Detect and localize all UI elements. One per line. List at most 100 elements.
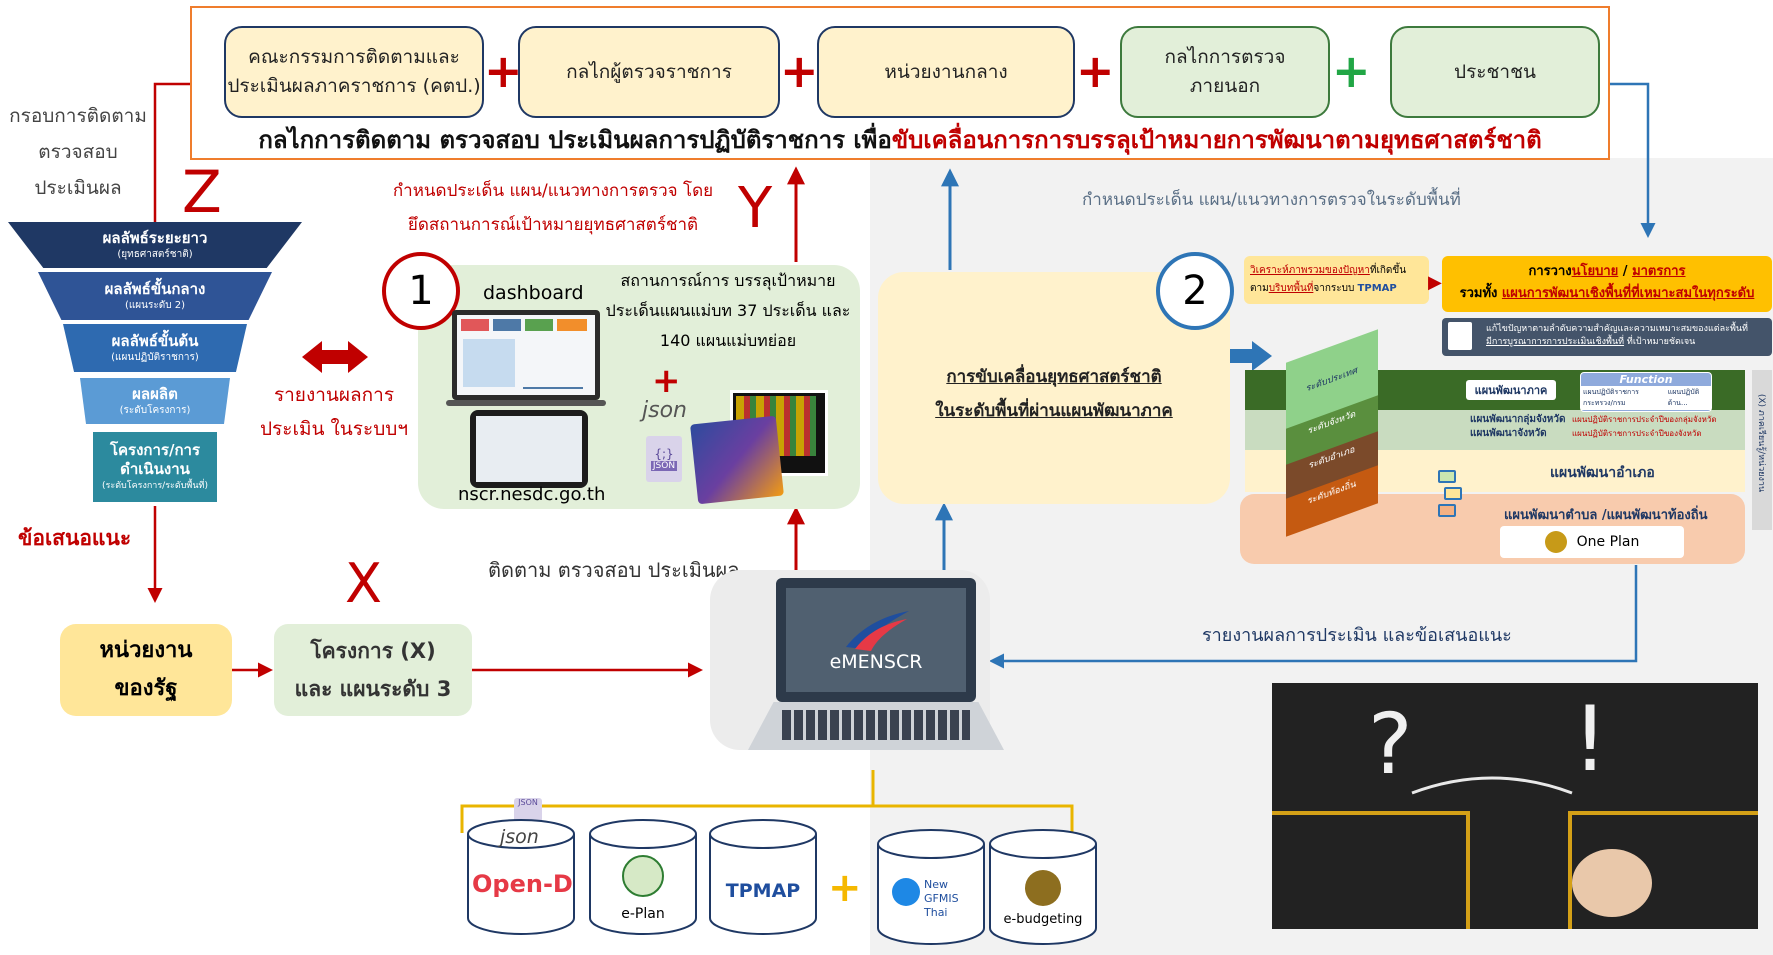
funnel-level-4: ผลผลิต (ระดับโครงการ) xyxy=(80,378,230,424)
json-label: json xyxy=(642,398,687,423)
one-plan-label: One Plan xyxy=(1576,534,1640,550)
right-down-arrow xyxy=(1610,82,1656,238)
box-external-label: กลไกการตรวจภายนอก xyxy=(1164,46,1286,97)
e-plan-seal-icon xyxy=(622,855,664,897)
box-central-label: หน่วยงานกลาง xyxy=(884,60,1008,83)
gfmis-label: New GFMIS Thai xyxy=(924,878,959,919)
results-funnel: ผลลัพธ์ระยะยาว (ยุทธศาสตร์ชาติ) ผลลัพธ์ข… xyxy=(8,222,302,502)
cluster-action-label: แผนปฏิบัติราชการประจำปีของกลุ่มจังหวัด xyxy=(1572,415,1717,424)
box-inspector-label: กลไกผู้ตรวจราชการ xyxy=(566,60,732,83)
gfmis-logo-icon xyxy=(892,878,920,906)
policy-c: / xyxy=(1618,264,1633,279)
funnel-level-5-title: โครงการ/การดำเนินงาน xyxy=(109,441,201,478)
analysis-a: วิเคราะห์ภาพรวมของปัญหา xyxy=(1250,265,1370,276)
checklist-icon xyxy=(1448,322,1472,350)
province-plan-label: แผนพัฒนาจังหวัด xyxy=(1470,428,1547,439)
level-stack: ระดับท้องถิ่น ระดับอำเภอ ระดับจังหวัด ระ… xyxy=(1268,329,1408,537)
tagline-highlight: ขับเคลื่อนการการบรรลุเป้าหมายการพัฒนาตาม… xyxy=(891,126,1542,154)
state-agency-box: หน่วยงาน ของรัฐ xyxy=(60,624,232,716)
frame-label: กรอบการติดตาม ตรวจสอบ ประเมินผล xyxy=(9,105,147,199)
db-json-badge: JSON xyxy=(518,798,538,807)
dashboard-label: dashboard xyxy=(483,282,584,304)
funnel-level-5: โครงการ/การดำเนินงาน (ระดับโครงการ/ระดับ… xyxy=(93,432,217,502)
policy-b: นโยบาย xyxy=(1571,264,1619,279)
photo-chalk-arc xyxy=(1411,776,1573,795)
funnel-level-1: ผลลัพธ์ระยะยาว (ยุทธศาสตร์ชาติ) xyxy=(8,222,302,268)
emenscr-label: eMENSCR xyxy=(829,651,923,673)
funnel-level-3: ผลลัพธ์ขั้นต้น (แผนปฏิบัติราชการ) xyxy=(63,324,247,372)
policy-a: การวาง xyxy=(1528,264,1572,279)
solve-c: ที่เป้าหมายชัดเจน xyxy=(1624,337,1696,347)
step-2-badge: 2 xyxy=(1156,252,1234,330)
tagline-prefix: กลไกการติดตาม ตรวจสอบ ประเมินผลการปฏิบัต… xyxy=(258,126,892,154)
function-label: Function xyxy=(1619,373,1673,386)
policy-e: รวมทั้ง xyxy=(1459,286,1498,301)
box-external: กลไกการตรวจภายนอก xyxy=(1120,26,1330,118)
laptop-keyboard xyxy=(748,702,1004,750)
solve-b: มีการบูรณาการการประเมินเชิงพื้นที่ xyxy=(1486,337,1625,347)
db-e-budgeting: e-budgeting xyxy=(988,828,1098,950)
json-file-badge: JSON xyxy=(650,461,678,471)
tpmap-small-logo: TPMAP xyxy=(1357,283,1397,294)
funnel-level-1-title: ผลลัพธ์ระยะยาว xyxy=(102,228,208,247)
monitor-label: ติดตาม ตรวจสอบ ประเมินผล xyxy=(488,558,740,582)
hand-icon xyxy=(1572,849,1652,917)
project-box: โครงการ (X) และ แผนระดับ 3 xyxy=(274,624,472,716)
report-in-system-label: รายงานผลการประเมิน ในระบบฯ xyxy=(260,384,408,440)
other-plan-tag: แผนปฏิบัติด้าน... xyxy=(1665,386,1711,410)
report-back-label: รายงานผลการประเมิน และข้อเสนอแนะ xyxy=(1202,625,1512,646)
db-bracket xyxy=(460,804,1074,833)
province-actions: แผนปฏิบัติราชการประจำปีของกลุ่มจังหวัด แ… xyxy=(1572,413,1717,441)
photo-yellow-line xyxy=(1568,811,1758,929)
area-issue-text: กำหนดประเด็น แผน/แนวทางการตรวจในระดับพื้… xyxy=(1082,190,1461,210)
plus-icon: + xyxy=(484,44,523,98)
vertical-bar: (X) ภาคเรียนรู้/หน่วยงาน xyxy=(1752,370,1772,530)
local-plan-label: แผนพัฒนาตำบล /แผนพัฒนาท้องถิ่น xyxy=(1504,508,1708,523)
analysis-e: จากระบบ xyxy=(1313,283,1355,294)
box-central: หน่วยงานกลาง xyxy=(817,26,1075,118)
policy-box: การวางนโยบาย / มาตรการ รวมทั้ง แผนการพัฒ… xyxy=(1442,256,1772,312)
mechanism-tagline: กลไกการติดตาม ตรวจสอบ ประเมินผลการปฏิบัต… xyxy=(192,120,1608,159)
vertical-bar-label: (X) ภาคเรียนรู้/หน่วยงาน xyxy=(1756,393,1766,493)
analysis-c: ตาม xyxy=(1250,283,1269,294)
nscr-site-label: nscr.nesdc.go.th xyxy=(458,484,606,505)
funnel-level-1-sub: (ยุทธศาสตร์ชาติ) xyxy=(117,248,193,260)
plus-icon: + xyxy=(828,865,862,911)
tpmap-logo: TPMAP xyxy=(725,880,801,902)
report-back-arrow xyxy=(989,565,1638,669)
drive-line-2: ในระดับพื้นที่ผ่านแผนพัฒนาภาค xyxy=(935,401,1173,421)
policy-f: แผนการพัฒนาเชิงพื้นที่ที่เหมาะสมในทุกระด… xyxy=(1501,286,1755,301)
funnel-level-2-title: ผลลัพธ์ขั้นกลาง xyxy=(104,279,206,298)
map-tablet-icon xyxy=(470,410,588,488)
flow-steps-icon xyxy=(1438,468,1466,520)
e-plan-label: e-Plan xyxy=(621,906,665,922)
solve-box: แก้ไขปัญหาตามลำดับความสำคัญและความเหมาะส… xyxy=(1442,318,1772,356)
e-budgeting-seal-icon xyxy=(1025,870,1061,906)
policy-d: มาตรการ xyxy=(1632,264,1686,279)
box-inspector: กลไกผู้ตรวจราชการ xyxy=(518,26,780,118)
emenscr-laptop-icon: eMENSCR xyxy=(776,578,976,702)
cluster-plan-label: แผนพัฒนากลุ่มจังหวัด xyxy=(1470,414,1566,425)
json-file-icon: {;} JSON xyxy=(646,436,682,482)
report-double-arrow xyxy=(302,341,368,373)
analysis-d: บริบทพื้นที่ xyxy=(1268,283,1314,294)
db-tpmap: TPMAP xyxy=(708,818,818,940)
report-covers-image xyxy=(690,390,828,505)
problem-analysis-box: วิเคราะห์ภาพรวมของปัญหาที่เกิดขึ้น ตามบร… xyxy=(1244,256,1429,304)
z-label: Z xyxy=(182,158,222,226)
funnel-level-3-sub: (แผนปฏิบัติราชการ) xyxy=(111,351,199,363)
region-plan-tag: แผนพัฒนาภาค xyxy=(1466,380,1556,400)
funnel-level-5-sub: (ระดับโครงการ/ระดับพื้นที่) xyxy=(102,481,208,491)
box-kpo: คณะกรรมการติดตามและประเมินผลภาคราชการ (ค… xyxy=(224,26,484,118)
db-open-d: Open-D xyxy=(466,818,576,940)
one-plan-box: One Plan xyxy=(1500,526,1684,558)
plus-icon: + xyxy=(652,361,681,401)
funnel-level-4-sub: (ระดับโครงการ) xyxy=(119,404,191,416)
x-label: X xyxy=(345,552,382,615)
e-budgeting-label: e-budgeting xyxy=(1003,912,1083,927)
plus-icon: + xyxy=(780,44,819,98)
situation-text: สถานการณ์การ บรรลุเป้าหมายประเด็นแผนแม่บ… xyxy=(605,271,851,350)
funnel-level-2-sub: (แผนระดับ 2) xyxy=(124,299,186,311)
drive-line-1: การขับเคลื่อนยุทธศาสตร์ชาติ xyxy=(946,367,1162,387)
